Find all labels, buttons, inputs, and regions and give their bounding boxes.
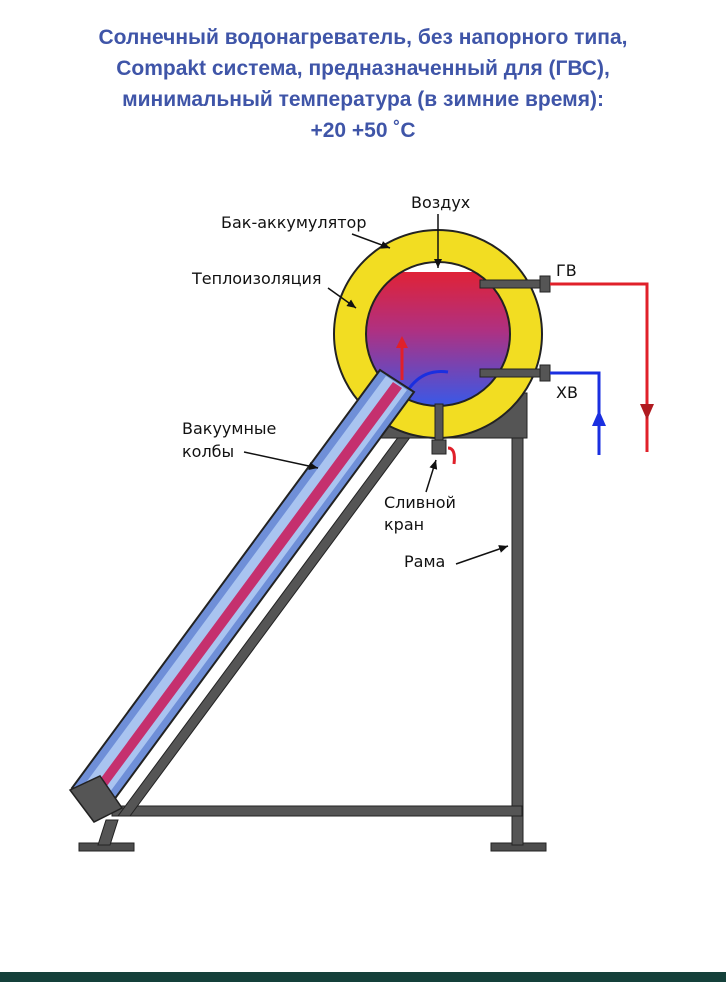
label-insulation: Теплоизоляция <box>191 269 322 288</box>
diagram-title: Солнечный водонагреватель, без напорного… <box>0 22 726 146</box>
label-tank: Бак-аккумулятор <box>221 213 366 232</box>
cold-water-pipe <box>479 364 606 455</box>
collector-cap <box>68 775 124 823</box>
vacuum-tubes <box>70 368 416 810</box>
label-tubes-2: колбы <box>182 442 234 461</box>
drain-tap <box>431 403 456 465</box>
label-drain-2: кран <box>384 515 424 534</box>
label-air: Воздух <box>411 193 470 212</box>
label-drain-1: Сливной <box>384 493 456 512</box>
title-line-4: +20 +50 ˚C <box>310 119 416 142</box>
title-line-1: Солнечный водонагреватель, без напорного… <box>98 26 628 49</box>
bottom-bar <box>0 972 726 982</box>
label-hot-water: ГВ <box>556 261 577 280</box>
label-cold-water: ХВ <box>556 383 578 402</box>
title-line-3: минимальный температура (в зимние время)… <box>122 88 604 111</box>
hot-water-pipe <box>479 275 654 452</box>
title-line-2: Compakt система, предназначенный для (ГВ… <box>116 57 610 80</box>
label-tubes-1: Вакуумные <box>182 419 276 438</box>
label-frame: Рама <box>404 552 445 571</box>
